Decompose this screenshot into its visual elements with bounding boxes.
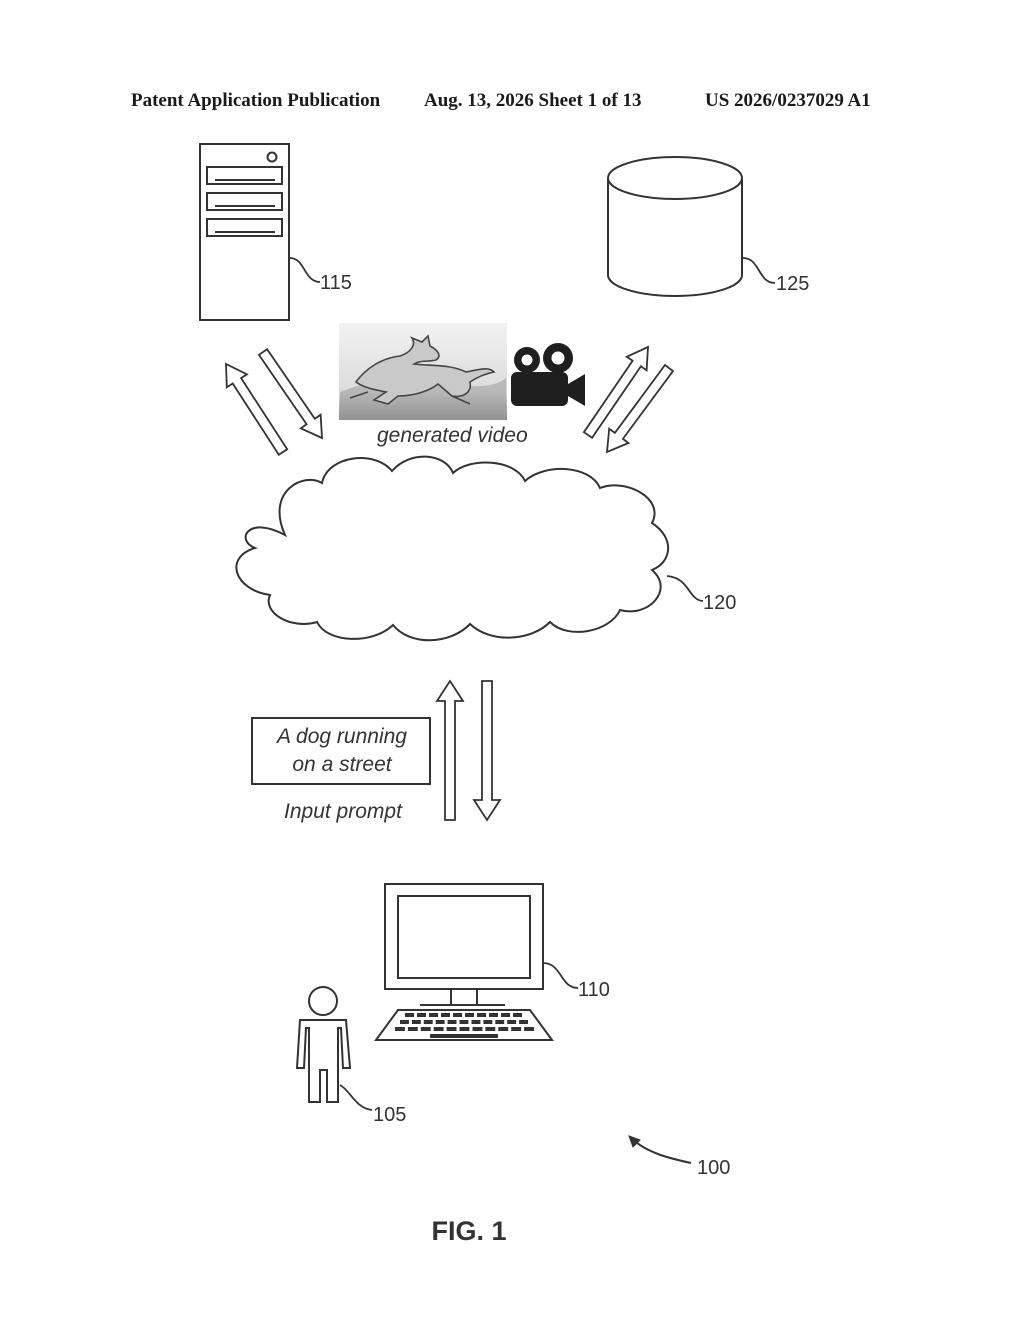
keyboard-icon [376,1010,552,1040]
keyboard-key [501,1013,510,1017]
keyboard-key [519,1020,528,1024]
ref-label-100: 100 [697,1157,730,1179]
keyboard-key [513,1013,522,1017]
keyboard-key [412,1020,421,1024]
leader-line-115 [290,258,320,282]
keyboard-key [473,1027,483,1031]
keyboard-spacebar [430,1034,498,1038]
generated-video-caption: generated video [377,424,528,447]
input-prompt-caption: Input prompt [284,800,403,823]
keyboard-key [460,1020,469,1024]
server-icon [200,144,289,320]
system-pointer-arrowhead [629,1136,640,1147]
keyboard-key [429,1013,438,1017]
keyboard-key [453,1013,462,1017]
keyboard-key [507,1020,516,1024]
keyboard-key [408,1027,418,1031]
keyboard-key [489,1013,498,1017]
computer-monitor-icon [385,884,543,1005]
system-pointer-arrow [632,1139,691,1163]
keyboard-key [424,1020,433,1024]
keyboard-key [485,1027,495,1031]
arrow-database-to-cloud [607,365,673,452]
prompt-text-line1: A dog running [275,725,407,748]
ref-label-120: 120 [703,592,736,614]
keyboard-key [460,1027,470,1031]
ref-label-110: 110 [578,979,610,1001]
ref-label-115: 115 [320,272,352,294]
leader-line-105 [340,1085,372,1110]
keyboard-key [477,1013,486,1017]
user-person-icon [297,987,350,1102]
ref-label-105: 105 [373,1104,406,1126]
keyboard-key [405,1013,414,1017]
arrow-cloud-to-database [584,347,648,438]
figure-label: FIG. 1 [431,1216,506,1246]
keyboard-key [447,1027,457,1031]
keyboard-key [495,1020,504,1024]
keyboard-key [448,1020,457,1024]
keyboard-key [524,1027,534,1031]
video-camera-icon [511,343,585,406]
keyboard-key [436,1020,445,1024]
network-cloud [236,457,668,641]
database-icon [608,157,742,296]
keyboard-key [498,1027,508,1031]
leader-line-110 [543,963,578,988]
keyboard-key [417,1013,426,1017]
keyboard-key [434,1027,444,1031]
prompt-text-line2: on a street [292,753,392,776]
keyboard-key [465,1013,474,1017]
keyboard-key [421,1027,431,1031]
keyboard-key [441,1013,450,1017]
generated-video-thumbnail [339,323,507,420]
arrow-cloud-to-computer [474,681,500,820]
leader-line-120 [667,576,703,601]
arrow-computer-to-cloud [437,681,463,820]
keyboard-key [483,1020,492,1024]
keyboard-key [511,1027,521,1031]
ref-label-125: 125 [776,273,809,295]
keyboard-key [400,1020,409,1024]
keyboard-key [472,1020,481,1024]
leader-line-125 [743,258,775,283]
keyboard-key [395,1027,405,1031]
